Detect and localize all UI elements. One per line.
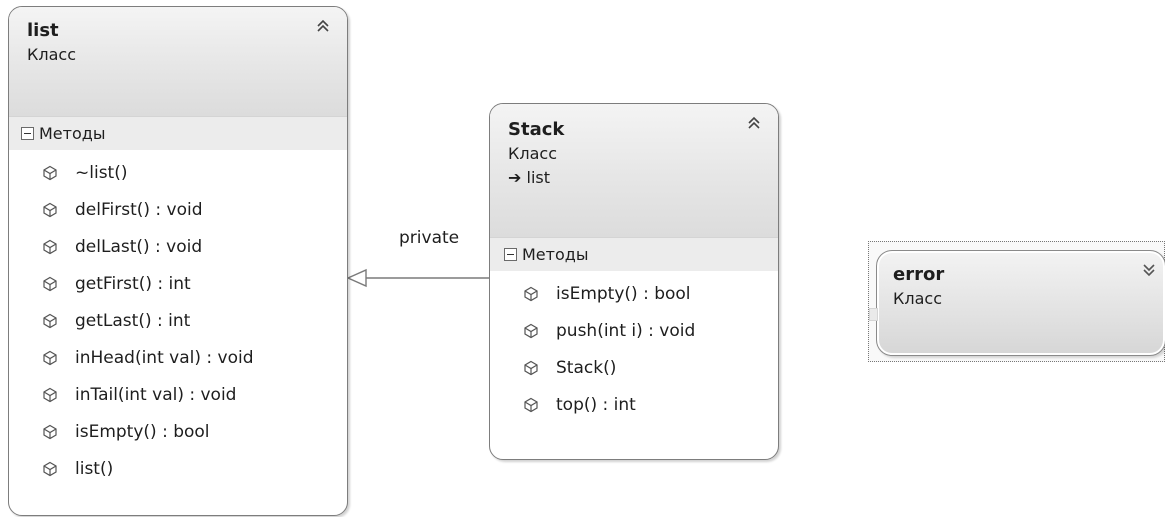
section-label: Методы <box>39 124 106 143</box>
method-item[interactable]: delFirst() : void <box>9 191 347 228</box>
inheritance-arrowhead <box>346 268 367 288</box>
double-chevron-down-icon[interactable] <box>1141 261 1157 279</box>
section-label: Методы <box>522 245 589 264</box>
method-label: inHead(int val) : void <box>75 347 254 368</box>
method-label: inTail(int val) : void <box>75 384 237 405</box>
class-name: list <box>27 20 59 41</box>
method-cube-icon <box>43 461 57 476</box>
minus-box-icon[interactable] <box>21 127 34 140</box>
class-name: Stack <box>508 119 565 140</box>
class-kind: Класс <box>27 45 76 64</box>
method-item[interactable]: isEmpty() : bool <box>9 413 347 450</box>
methods-section-header[interactable]: Методы <box>9 116 347 150</box>
method-cube-icon <box>43 313 57 328</box>
connector-handle[interactable] <box>869 308 878 321</box>
method-item[interactable]: ~list() <box>9 154 347 191</box>
method-item[interactable]: isEmpty() : bool <box>490 275 778 312</box>
method-cube-icon <box>43 239 57 254</box>
method-item[interactable]: Stack() <box>490 349 778 386</box>
class-list[interactable]: list Класс Методы ~list() delFirst() : vo… <box>8 6 348 516</box>
class-name: error <box>893 264 945 285</box>
class-kind: Класс <box>508 144 557 163</box>
method-item[interactable]: top() : int <box>490 386 778 423</box>
class-header[interactable]: Stack Класс ➔ list <box>490 104 778 237</box>
class-error[interactable]: error Класс <box>869 250 1165 356</box>
method-cube-icon <box>524 323 538 338</box>
method-cube-icon <box>43 276 57 291</box>
method-label: Stack() <box>556 357 617 378</box>
method-label: delFirst() : void <box>75 199 203 220</box>
method-label: isEmpty() : bool <box>75 421 210 442</box>
method-label: top() : int <box>556 394 636 415</box>
method-cube-icon <box>43 165 57 180</box>
method-cube-icon <box>43 202 57 217</box>
method-cube-icon <box>43 350 57 365</box>
method-cube-icon <box>43 387 57 402</box>
method-item[interactable]: getFirst() : int <box>9 265 347 302</box>
method-item[interactable]: delLast() : void <box>9 228 347 265</box>
method-item[interactable]: list() <box>9 450 347 487</box>
method-label: delLast() : void <box>75 236 203 257</box>
selection-frame: error Класс <box>868 241 1165 362</box>
method-label: list() <box>75 458 114 479</box>
method-cube-icon <box>524 360 538 375</box>
class-stack[interactable]: Stack Класс ➔ list Методы isEmpty() : bo… <box>489 103 779 460</box>
method-label: getLast() : int <box>75 310 191 331</box>
method-cube-icon <box>524 397 538 412</box>
method-label: isEmpty() : bool <box>556 283 691 304</box>
minus-box-icon[interactable] <box>504 248 517 261</box>
double-chevron-up-icon[interactable] <box>315 17 331 35</box>
method-label: push(int i) : void <box>556 320 696 341</box>
method-label: getFirst() : int <box>75 273 191 294</box>
method-item[interactable]: push(int i) : void <box>490 312 778 349</box>
double-chevron-up-icon[interactable] <box>746 114 762 132</box>
method-item[interactable]: getLast() : int <box>9 302 347 339</box>
connector-label: private <box>399 228 460 248</box>
methods-section-header[interactable]: Методы <box>490 237 778 271</box>
method-cube-icon <box>43 424 57 439</box>
method-item[interactable]: inTail(int val) : void <box>9 376 347 413</box>
base-class-link[interactable]: ➔ list <box>508 168 550 187</box>
class-kind: Класс <box>893 289 942 308</box>
method-label: ~list() <box>75 162 128 183</box>
method-cube-icon <box>524 286 538 301</box>
method-item[interactable]: inHead(int val) : void <box>9 339 347 376</box>
class-header[interactable]: list Класс <box>9 7 347 116</box>
method-list: ~list() delFirst() : void delLast() : void… <box>9 150 347 487</box>
